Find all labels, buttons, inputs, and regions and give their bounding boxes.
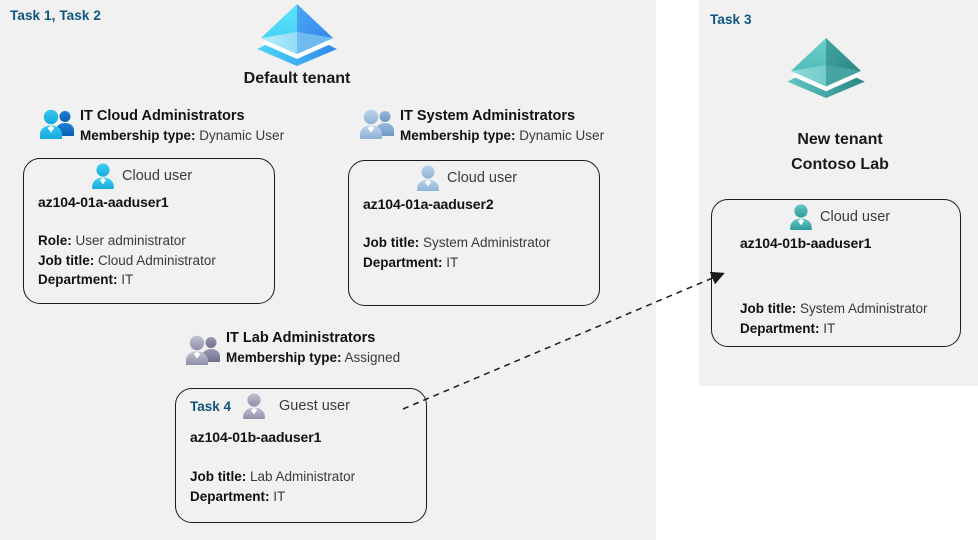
card-property-job-title: Job title: Lab Administrator [190, 467, 426, 487]
group-membership: Membership type: Dynamic User [80, 126, 284, 145]
property-label: Job title: [740, 301, 797, 316]
property-label: Job title: [363, 235, 420, 250]
group-users-icon [184, 334, 224, 366]
card-header: Cloud user [712, 200, 960, 234]
property-label: Job title: [38, 252, 95, 268]
membership-value: Assigned [344, 350, 401, 365]
user-kind: Cloud user [447, 170, 518, 186]
property-value: System Administrator [800, 301, 928, 316]
user-kind: Cloud user [122, 168, 193, 184]
user-principal-name: az104-01a-aaduser2 [363, 196, 494, 212]
membership-label: Membership type: [80, 128, 196, 143]
guest-user-icon [241, 392, 267, 420]
group-it-lab-administrators: IT Lab Administrators Membership type: A… [226, 329, 400, 367]
user-principal-name: az104-01b-aaduser1 [740, 235, 872, 251]
group-membership: Membership type: Assigned [226, 348, 400, 367]
membership-label: Membership type: [226, 350, 342, 365]
user-principal-name: az104-01a-aaduser1 [38, 194, 169, 210]
property-label: Department: [363, 254, 443, 270]
card-property-department: Department: IT [190, 487, 426, 507]
cloud-user-icon [415, 164, 441, 192]
membership-value: Dynamic User [519, 128, 605, 143]
group-users-icon [358, 108, 398, 140]
card-property-department: Department: IT [740, 319, 960, 339]
user-kind: Cloud user [820, 209, 891, 225]
group-name: IT Cloud Administrators [80, 108, 245, 124]
user-kind: Guest user [279, 398, 350, 414]
card-property-department: Department: IT [363, 253, 599, 273]
group-users-icon [38, 108, 78, 140]
card-property-job-title: Job title: System Administrator [363, 233, 599, 253]
task-label-3: Task 3 [710, 12, 752, 27]
group-it-system-administrators: IT System Administrators Membership type… [400, 107, 604, 145]
group-name: IT Lab Administrators [226, 330, 376, 346]
property-value: User administrator [75, 233, 186, 248]
property-label: Department: [38, 272, 118, 287]
group-it-cloud-administrators: IT Cloud Administrators Membership type:… [80, 107, 284, 145]
azure-tenant-icon [256, 2, 338, 68]
property-value: System Administrator [423, 235, 551, 250]
default-tenant-title: Default tenant [243, 70, 351, 87]
property-value: Lab Administrator [250, 469, 356, 484]
property-label: Job title: [190, 469, 247, 484]
card-header: Task 4 Guest user [176, 389, 426, 423]
group-name: IT System Administrators [400, 108, 576, 124]
cloud-user-icon [788, 203, 814, 231]
membership-value: Dynamic User [199, 128, 285, 143]
group-membership: Membership type: Dynamic User [400, 126, 604, 145]
property-label: Department: [740, 320, 820, 336]
property-value: IT [446, 254, 459, 270]
card-property-job-title: Job title: System Administrator [740, 299, 960, 319]
property-label: Department: [190, 488, 270, 504]
card-property-role: Role: User administrator [38, 231, 274, 251]
property-label: Role: [38, 233, 72, 248]
task-label-4: Task 4 [190, 398, 232, 414]
new-tenant-title-line1: New tenant [797, 131, 883, 148]
card-property-department: Department: IT [38, 270, 274, 290]
azure-tenant-icon [786, 36, 866, 100]
property-value: IT [121, 272, 134, 287]
user-card-az104-01a-aaduser2[interactable]: Cloud user az104-01a-aaduser2 Job title:… [348, 160, 600, 306]
user-card-cloud-az104-01b-aaduser1[interactable]: Cloud user az104-01b-aaduser1 Job title:… [711, 199, 961, 347]
user-principal-name: az104-01b-aaduser1 [190, 429, 322, 445]
user-card-az104-01a-aaduser1[interactable]: Cloud user az104-01a-aaduser1 Role: User… [23, 158, 275, 304]
membership-label: Membership type: [400, 128, 516, 143]
property-value: IT [273, 488, 286, 504]
card-property-job-title: Job title: Cloud Administrator [38, 251, 274, 271]
property-value: Cloud Administrator [98, 252, 216, 268]
new-tenant-title-line2: Contoso Lab [791, 156, 889, 173]
user-card-guest-az104-01b-aaduser1[interactable]: Task 4 Guest user az104-01b-aaduser1 Job… [175, 388, 427, 523]
task-label-1-2: Task 1, Task 2 [10, 8, 101, 23]
property-value: IT [823, 320, 836, 336]
cloud-user-icon [90, 162, 116, 190]
card-header: Cloud user [349, 161, 599, 195]
card-header: Cloud user [24, 159, 274, 193]
